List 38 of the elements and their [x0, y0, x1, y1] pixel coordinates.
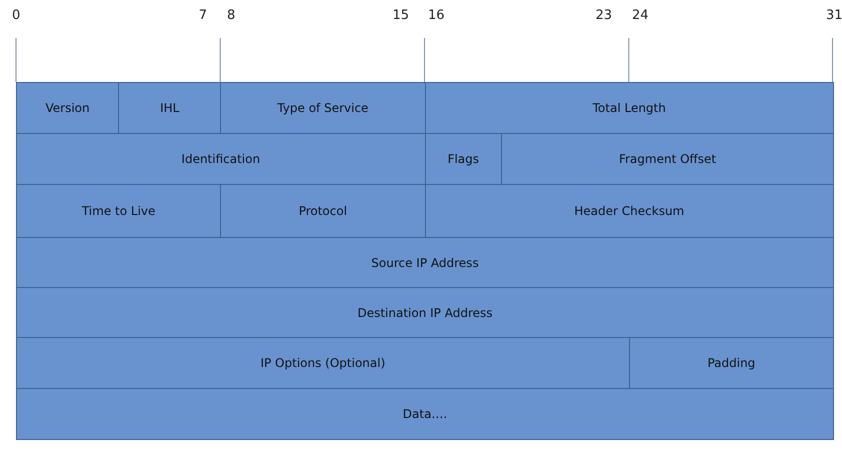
header-field: [501, 133, 834, 185]
header-field: [16, 287, 834, 338]
field-name: Fragment Offset: [618, 152, 716, 166]
header-field: [424, 133, 502, 185]
header-field: [118, 82, 222, 134]
field-name: Data….: [402, 407, 448, 421]
header-field: [16, 184, 222, 238]
header-field: [220, 184, 426, 238]
field-name: IHL: [160, 101, 180, 115]
field-name: Type of Service: [277, 101, 368, 115]
field-name: Identification: [181, 152, 260, 166]
header-field: [424, 184, 834, 238]
field-name: Version: [45, 101, 90, 115]
header-field: [424, 82, 834, 134]
header-field: [16, 337, 630, 389]
header-field: [16, 82, 120, 134]
field-name: Protocol: [298, 204, 348, 218]
header-field: [628, 337, 834, 389]
field-name: Total Length: [592, 101, 666, 115]
bit-number: 7: [198, 8, 207, 23]
field-name: Source IP Address: [371, 256, 479, 270]
field-name: Flags: [448, 152, 480, 166]
field-name: Time to Live: [82, 204, 156, 218]
bit-number: 0: [12, 8, 20, 23]
bit-number: 23: [595, 8, 612, 23]
header-field: [16, 133, 426, 185]
bit-number: 31: [826, 8, 842, 23]
bit-number: 24: [632, 8, 649, 23]
bit-number: 8: [227, 8, 236, 23]
field-name: IP Options (Optional): [260, 356, 386, 370]
header-field: [16, 388, 834, 440]
header-field: [16, 237, 834, 288]
bit-number: 16: [428, 8, 445, 23]
field-name: Header Checksum: [574, 204, 684, 218]
field-name: Destination IP Address: [357, 306, 493, 320]
bit-number: 15: [392, 8, 409, 23]
field-name: Padding: [707, 356, 756, 370]
header-field: [220, 82, 426, 134]
